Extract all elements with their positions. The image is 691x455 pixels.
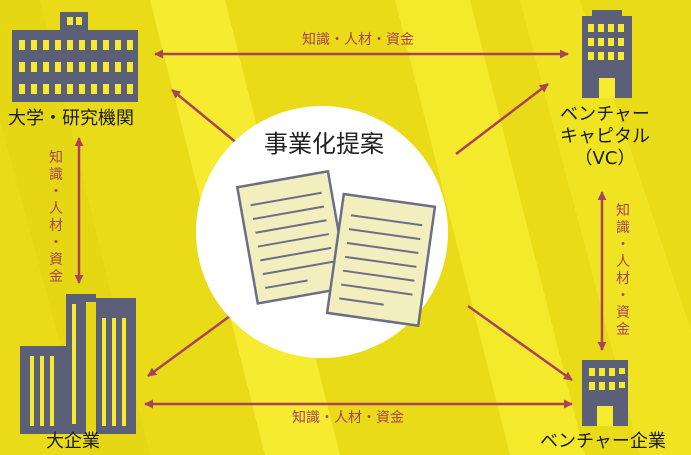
arrow-center-vc xyxy=(455,83,549,155)
edge-label-char: 識 xyxy=(616,220,630,236)
document-icon xyxy=(235,169,437,328)
edge-label-char: 識 xyxy=(49,167,63,183)
venture-company-label: ベンチャー企業 xyxy=(540,431,666,452)
arrow-center-venture xyxy=(467,304,573,382)
arrow-center-large xyxy=(147,314,231,378)
edge-label-char: ・ xyxy=(49,235,63,251)
edge-label-char: 材 xyxy=(49,218,63,234)
edge-label-bottom: 知識・人材・資金 xyxy=(292,410,404,426)
edge-label-left: 知 識 ・ 人 材 ・ 資 金 xyxy=(48,150,64,286)
vc-label-line2: キャピタル xyxy=(560,126,650,147)
edge-label-char: 資 xyxy=(49,252,63,268)
edge-label-char: ・ xyxy=(49,184,63,200)
vc-building-icon xyxy=(582,10,632,98)
edge-label-top: 知識・人材・資金 xyxy=(302,32,414,48)
large-company-label: 大企業 xyxy=(46,431,100,452)
background-stripe xyxy=(395,0,585,455)
large-company-building-icon xyxy=(20,294,136,434)
vc-label: ベンチャー キャピタル （VC） xyxy=(540,104,670,170)
center-title: 事業化提案 xyxy=(264,130,384,158)
arrow-center-university xyxy=(171,89,239,145)
university-building-icon xyxy=(12,12,138,102)
edge-label-char: ・ xyxy=(616,288,630,304)
edge-label-char: 人 xyxy=(616,254,630,270)
university-label: 大学・研究機関 xyxy=(8,108,134,129)
vc-label-line1: ベンチャー xyxy=(560,104,650,125)
edge-label-char: 人 xyxy=(49,201,63,217)
edge-label-char: 金 xyxy=(49,269,63,285)
edge-label-char: 資 xyxy=(616,305,630,321)
edge-label-right: 知 識 ・ 人 材 ・ 資 金 xyxy=(615,203,631,339)
vc-label-line3: （VC） xyxy=(574,148,636,169)
edge-label-char: 知 xyxy=(49,150,63,166)
edge-label-char: ・ xyxy=(616,237,630,253)
edge-label-char: 材 xyxy=(616,271,630,287)
venture-company-building-icon xyxy=(582,360,628,426)
edge-label-char: 金 xyxy=(616,322,630,338)
edge-label-char: 知 xyxy=(616,203,630,219)
